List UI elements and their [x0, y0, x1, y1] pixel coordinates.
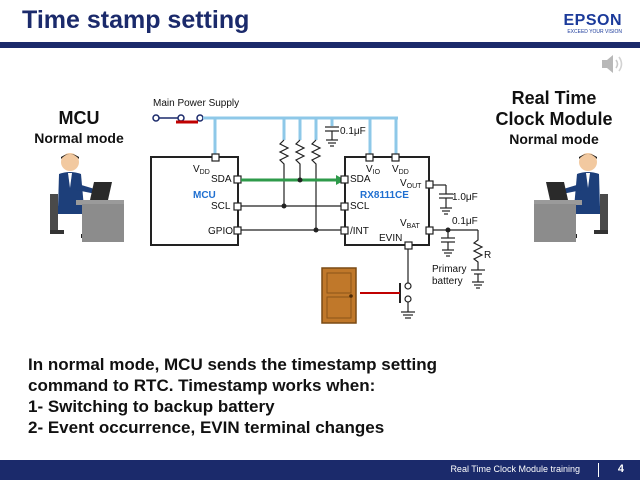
speaker-icon[interactable] [600, 52, 626, 76]
junction-dot [313, 227, 319, 233]
pin-square [211, 153, 220, 162]
capacitor-top [325, 126, 339, 147]
body-text: In normal mode, MCU sends the timestamp … [28, 354, 437, 438]
capacitor-vbat-label: 0.1μF [452, 216, 478, 227]
rtc-panel-title-line1: Real Time [511, 88, 597, 108]
capacitor-vout [433, 184, 453, 215]
main-power-supply-label: Main Power Supply [153, 98, 239, 109]
switch-terminal [404, 282, 412, 290]
pin-square [340, 202, 349, 211]
pin-square [233, 202, 242, 211]
person-at-computer-icon [534, 153, 608, 242]
rtc-scl-pin: SCL [350, 201, 370, 212]
body-line-4: 2- Event occurrence, EVIN terminal chang… [28, 418, 385, 437]
rtc-vdd-pin: VDD [392, 164, 409, 176]
rtc-vio-pin: VIO [366, 164, 381, 176]
logo: EPSON EXCEED YOUR VISION [563, 12, 622, 35]
mcu-chip-label: MCU [193, 190, 216, 201]
person-at-computer-icon [50, 153, 124, 242]
capacitor-top-label: 0.1μF [340, 126, 366, 137]
pin-square [404, 241, 413, 250]
body-line-2: command to RTC. Timestamp works when: [28, 376, 376, 395]
body-line-1: In normal mode, MCU sends the timestamp … [28, 355, 438, 374]
pin-square [340, 175, 349, 184]
pullup-resistors [278, 139, 322, 230]
pin-square [391, 153, 400, 162]
body-line-3: 1- Switching to backup battery [28, 397, 275, 416]
capacitor-vout-label: 1.0μF [452, 192, 478, 203]
mcu-scl-pin: SCL [211, 201, 231, 212]
mcu-vdd-pin: VDD [193, 164, 210, 176]
battery-label-line1: Primary [432, 264, 466, 275]
rtc-sda-pin: SDA [350, 174, 371, 185]
evin-switch [401, 249, 415, 319]
mcu-gpio-pin: GPIO [208, 226, 233, 237]
rtc-vout-pin: VOUT [400, 178, 422, 190]
page-number: 4 [617, 463, 624, 475]
battery-label-line2: battery [432, 276, 463, 287]
pin-square [425, 226, 434, 235]
switch-terminal [404, 295, 412, 303]
logo-name: EPSON [563, 12, 622, 29]
junction-dot [297, 177, 303, 183]
rtc-chip [344, 156, 430, 246]
resistor-label: R [484, 250, 491, 261]
door-icon [321, 267, 357, 324]
mcu-panel-mode: Normal mode [34, 130, 124, 146]
power-terminal [196, 114, 204, 122]
rtc-chip-label: RX8111CE [360, 190, 409, 201]
mcu-sda-pin: SDA [211, 174, 232, 185]
pin-square [340, 226, 349, 235]
mcu-panel-title: MCU [58, 108, 100, 128]
junction-dot [281, 203, 287, 209]
footer-separator [598, 463, 599, 477]
mcu-chip [150, 156, 239, 246]
pin-square [425, 180, 434, 189]
footer-text: Real Time Clock Module training [450, 464, 580, 474]
rtc-panel-title-line2: Clock Module [495, 109, 613, 129]
rtc-panel-mode: Normal mode [509, 131, 599, 147]
mcu-panel-label: MCU Normal mode [20, 108, 138, 147]
power-terminal [152, 114, 160, 122]
rtc-vbat-pin: VBAT [400, 218, 420, 230]
footer-bar: Real Time Clock Module training 4 [0, 460, 640, 480]
pin-square [233, 226, 242, 235]
pin-square [233, 175, 242, 184]
rtc-panel-label: Real Time Clock Module Normal mode [484, 88, 624, 148]
power-rail [203, 116, 398, 157]
junction-dot [445, 227, 451, 233]
rtc-int-pin: /INT [350, 226, 369, 237]
page-title: Time stamp setting [22, 6, 250, 34]
power-terminal [177, 114, 185, 122]
logo-tagline: EXCEED YOUR VISION [567, 29, 622, 35]
rtc-evin-pin: EVIN [379, 233, 402, 244]
vbat-circuit [433, 229, 485, 289]
pin-square [365, 153, 374, 162]
title-underline [0, 42, 640, 48]
